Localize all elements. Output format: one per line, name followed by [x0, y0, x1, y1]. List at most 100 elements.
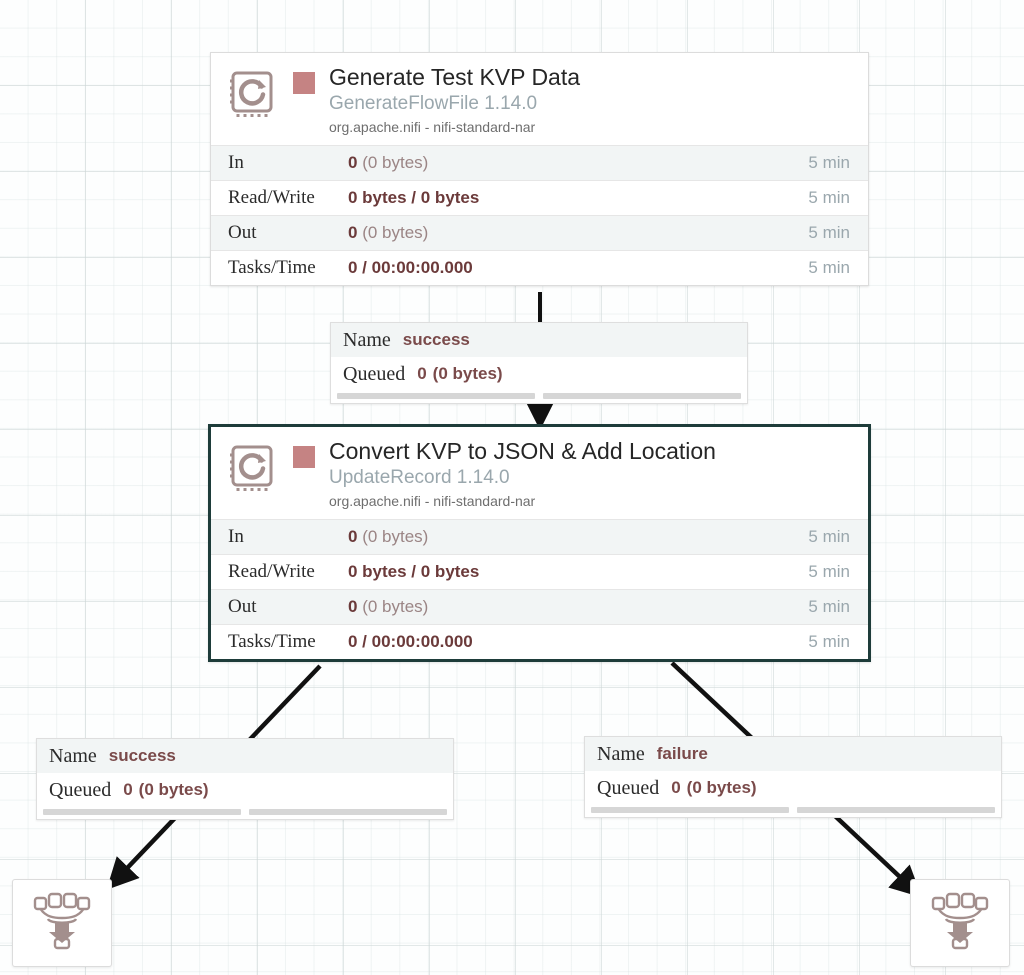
stat-value-muted: (0 bytes) [362, 153, 429, 172]
funnel-failure[interactable] [910, 879, 1010, 967]
status-indicator-stopped [293, 72, 315, 94]
funnel-icon [928, 891, 992, 956]
stat-label: Tasks/Time [228, 631, 316, 652]
processor-name: Convert KVP to JSON & Add Location [329, 438, 716, 464]
connection-queued-row: Queued 0 (0 bytes) [37, 773, 453, 807]
stat-value-bold: 0 bytes / 0 bytes [348, 188, 480, 207]
funnel-success[interactable] [12, 879, 112, 967]
connection-name-row: Name success [331, 323, 747, 357]
stat-time: 5 min [808, 223, 850, 242]
connection-queue-bars [37, 807, 453, 819]
queue-size-bar [797, 806, 995, 813]
processor-chip-icon [225, 66, 281, 122]
connection-queued-count: 0 [671, 778, 681, 797]
stat-label: In [228, 526, 244, 547]
stat-row: Tasks/Time 0 / 00:00:00.000 5 min [211, 250, 868, 285]
stat-value-bold: 0 / 00:00:00.000 [348, 258, 473, 277]
connection-label-success-top[interactable]: Name success Queued 0 (0 bytes) [330, 322, 748, 404]
connection-queued-count: 0 [123, 780, 133, 799]
stat-value: 0 (0 bytes) [348, 153, 808, 173]
stat-label: Read/Write [228, 561, 315, 582]
stat-row: In 0 (0 bytes) 5 min [211, 145, 868, 180]
stat-row: In 0 (0 bytes) 5 min [211, 519, 868, 554]
stat-value: 0 bytes / 0 bytes [348, 562, 808, 582]
stat-time: 5 min [808, 258, 850, 277]
processor-text-block: Convert KVP to JSON & Add Location Updat… [329, 438, 716, 511]
connection-queued-key: Queued [343, 362, 406, 385]
processor-type: GenerateFlowFile 1.14.0 [329, 93, 538, 114]
stat-value-bold: 0 / 00:00:00.000 [348, 632, 473, 651]
connection-queued-size: (0 bytes) [686, 778, 757, 797]
stat-value: 0 / 00:00:00.000 [348, 632, 808, 652]
stat-row: Read/Write 0 bytes / 0 bytes 5 min [211, 180, 868, 215]
connection-name-key: Name [343, 328, 391, 351]
stat-row: Tasks/Time 0 / 00:00:00.000 5 min [211, 624, 868, 659]
processor-bundle: org.apache.nifi - nifi-standard-nar [329, 493, 536, 509]
stat-time: 5 min [808, 597, 850, 616]
stat-label: Out [228, 222, 257, 243]
connection-queued-row: Queued 0 (0 bytes) [585, 771, 1001, 805]
queue-size-bar [543, 392, 741, 399]
queue-size-bar [249, 808, 447, 815]
stat-value: 0 bytes / 0 bytes [348, 188, 808, 208]
processor-bundle: org.apache.nifi - nifi-standard-nar [329, 119, 536, 135]
processor-type: UpdateRecord 1.14.0 [329, 467, 510, 488]
stat-row: Out 0 (0 bytes) 5 min [211, 215, 868, 250]
processor-header: Generate Test KVP Data GenerateFlowFile … [211, 53, 868, 145]
stat-value-muted: (0 bytes) [362, 223, 429, 242]
stat-value-bold: 0 [348, 153, 358, 172]
connection-queued-size: (0 bytes) [432, 364, 503, 383]
connection-name-key: Name [597, 742, 645, 765]
processor-stats-table: In 0 (0 bytes) 5 min Read/Write 0 bytes … [211, 519, 868, 659]
processor-name: Generate Test KVP Data [329, 64, 581, 90]
processor-text-block: Generate Test KVP Data GenerateFlowFile … [329, 64, 580, 137]
stat-value: 0 (0 bytes) [348, 597, 808, 617]
connection-queued-count: 0 [417, 364, 427, 383]
processor-generate-test-kvp-data[interactable]: Generate Test KVP Data GenerateFlowFile … [210, 52, 869, 286]
connection-queued-key: Queued [597, 776, 660, 799]
processor-header: Convert KVP to JSON & Add Location Updat… [211, 427, 868, 519]
processor-convert-kvp-to-json-add-location[interactable]: Convert KVP to JSON & Add Location Updat… [208, 424, 871, 662]
stat-time: 5 min [808, 153, 850, 172]
stat-value: 0 (0 bytes) [348, 223, 808, 243]
queue-count-bar [337, 392, 535, 399]
connection-queued-key: Queued [49, 778, 112, 801]
queue-count-bar [591, 806, 789, 813]
stat-label: Out [228, 596, 257, 617]
stat-value: 0 (0 bytes) [348, 527, 808, 547]
stat-value-muted: (0 bytes) [362, 597, 429, 616]
queue-count-bar [43, 808, 241, 815]
stat-label: Tasks/Time [228, 257, 316, 278]
stat-time: 5 min [808, 562, 850, 581]
connection-queued-row: Queued 0 (0 bytes) [331, 357, 747, 391]
connection-name-row: Name failure [585, 737, 1001, 771]
connection-name-value: failure [656, 744, 708, 763]
stat-time: 5 min [808, 188, 850, 207]
connection-queue-bars [585, 805, 1001, 817]
connection-label-success-left[interactable]: Name success Queued 0 (0 bytes) [36, 738, 454, 820]
funnel-icon [30, 891, 94, 956]
stat-time: 5 min [808, 632, 850, 651]
connection-queue-bars [331, 391, 747, 403]
processor-chip-icon [225, 440, 281, 496]
stat-row: Out 0 (0 bytes) 5 min [211, 589, 868, 624]
stat-time: 5 min [808, 527, 850, 546]
connection-name-row: Name success [37, 739, 453, 773]
stat-value-bold: 0 [348, 527, 358, 546]
queue-bar-gap [241, 809, 249, 815]
connection-name-value: success [402, 330, 470, 349]
stat-value: 0 / 00:00:00.000 [348, 258, 808, 278]
stat-label: In [228, 152, 244, 173]
connection-label-failure-right[interactable]: Name failure Queued 0 (0 bytes) [584, 736, 1002, 818]
stat-value-muted: (0 bytes) [362, 527, 429, 546]
queue-bar-gap [535, 393, 543, 399]
stat-label: Read/Write [228, 187, 315, 208]
stat-row: Read/Write 0 bytes / 0 bytes 5 min [211, 554, 868, 589]
status-indicator-stopped [293, 446, 315, 468]
queue-bar-gap [789, 807, 797, 813]
stat-value-bold: 0 bytes / 0 bytes [348, 562, 480, 581]
stat-value-bold: 0 [348, 223, 358, 242]
connection-queued-size: (0 bytes) [138, 780, 209, 799]
processor-stats-table: In 0 (0 bytes) 5 min Read/Write 0 bytes … [211, 145, 868, 285]
